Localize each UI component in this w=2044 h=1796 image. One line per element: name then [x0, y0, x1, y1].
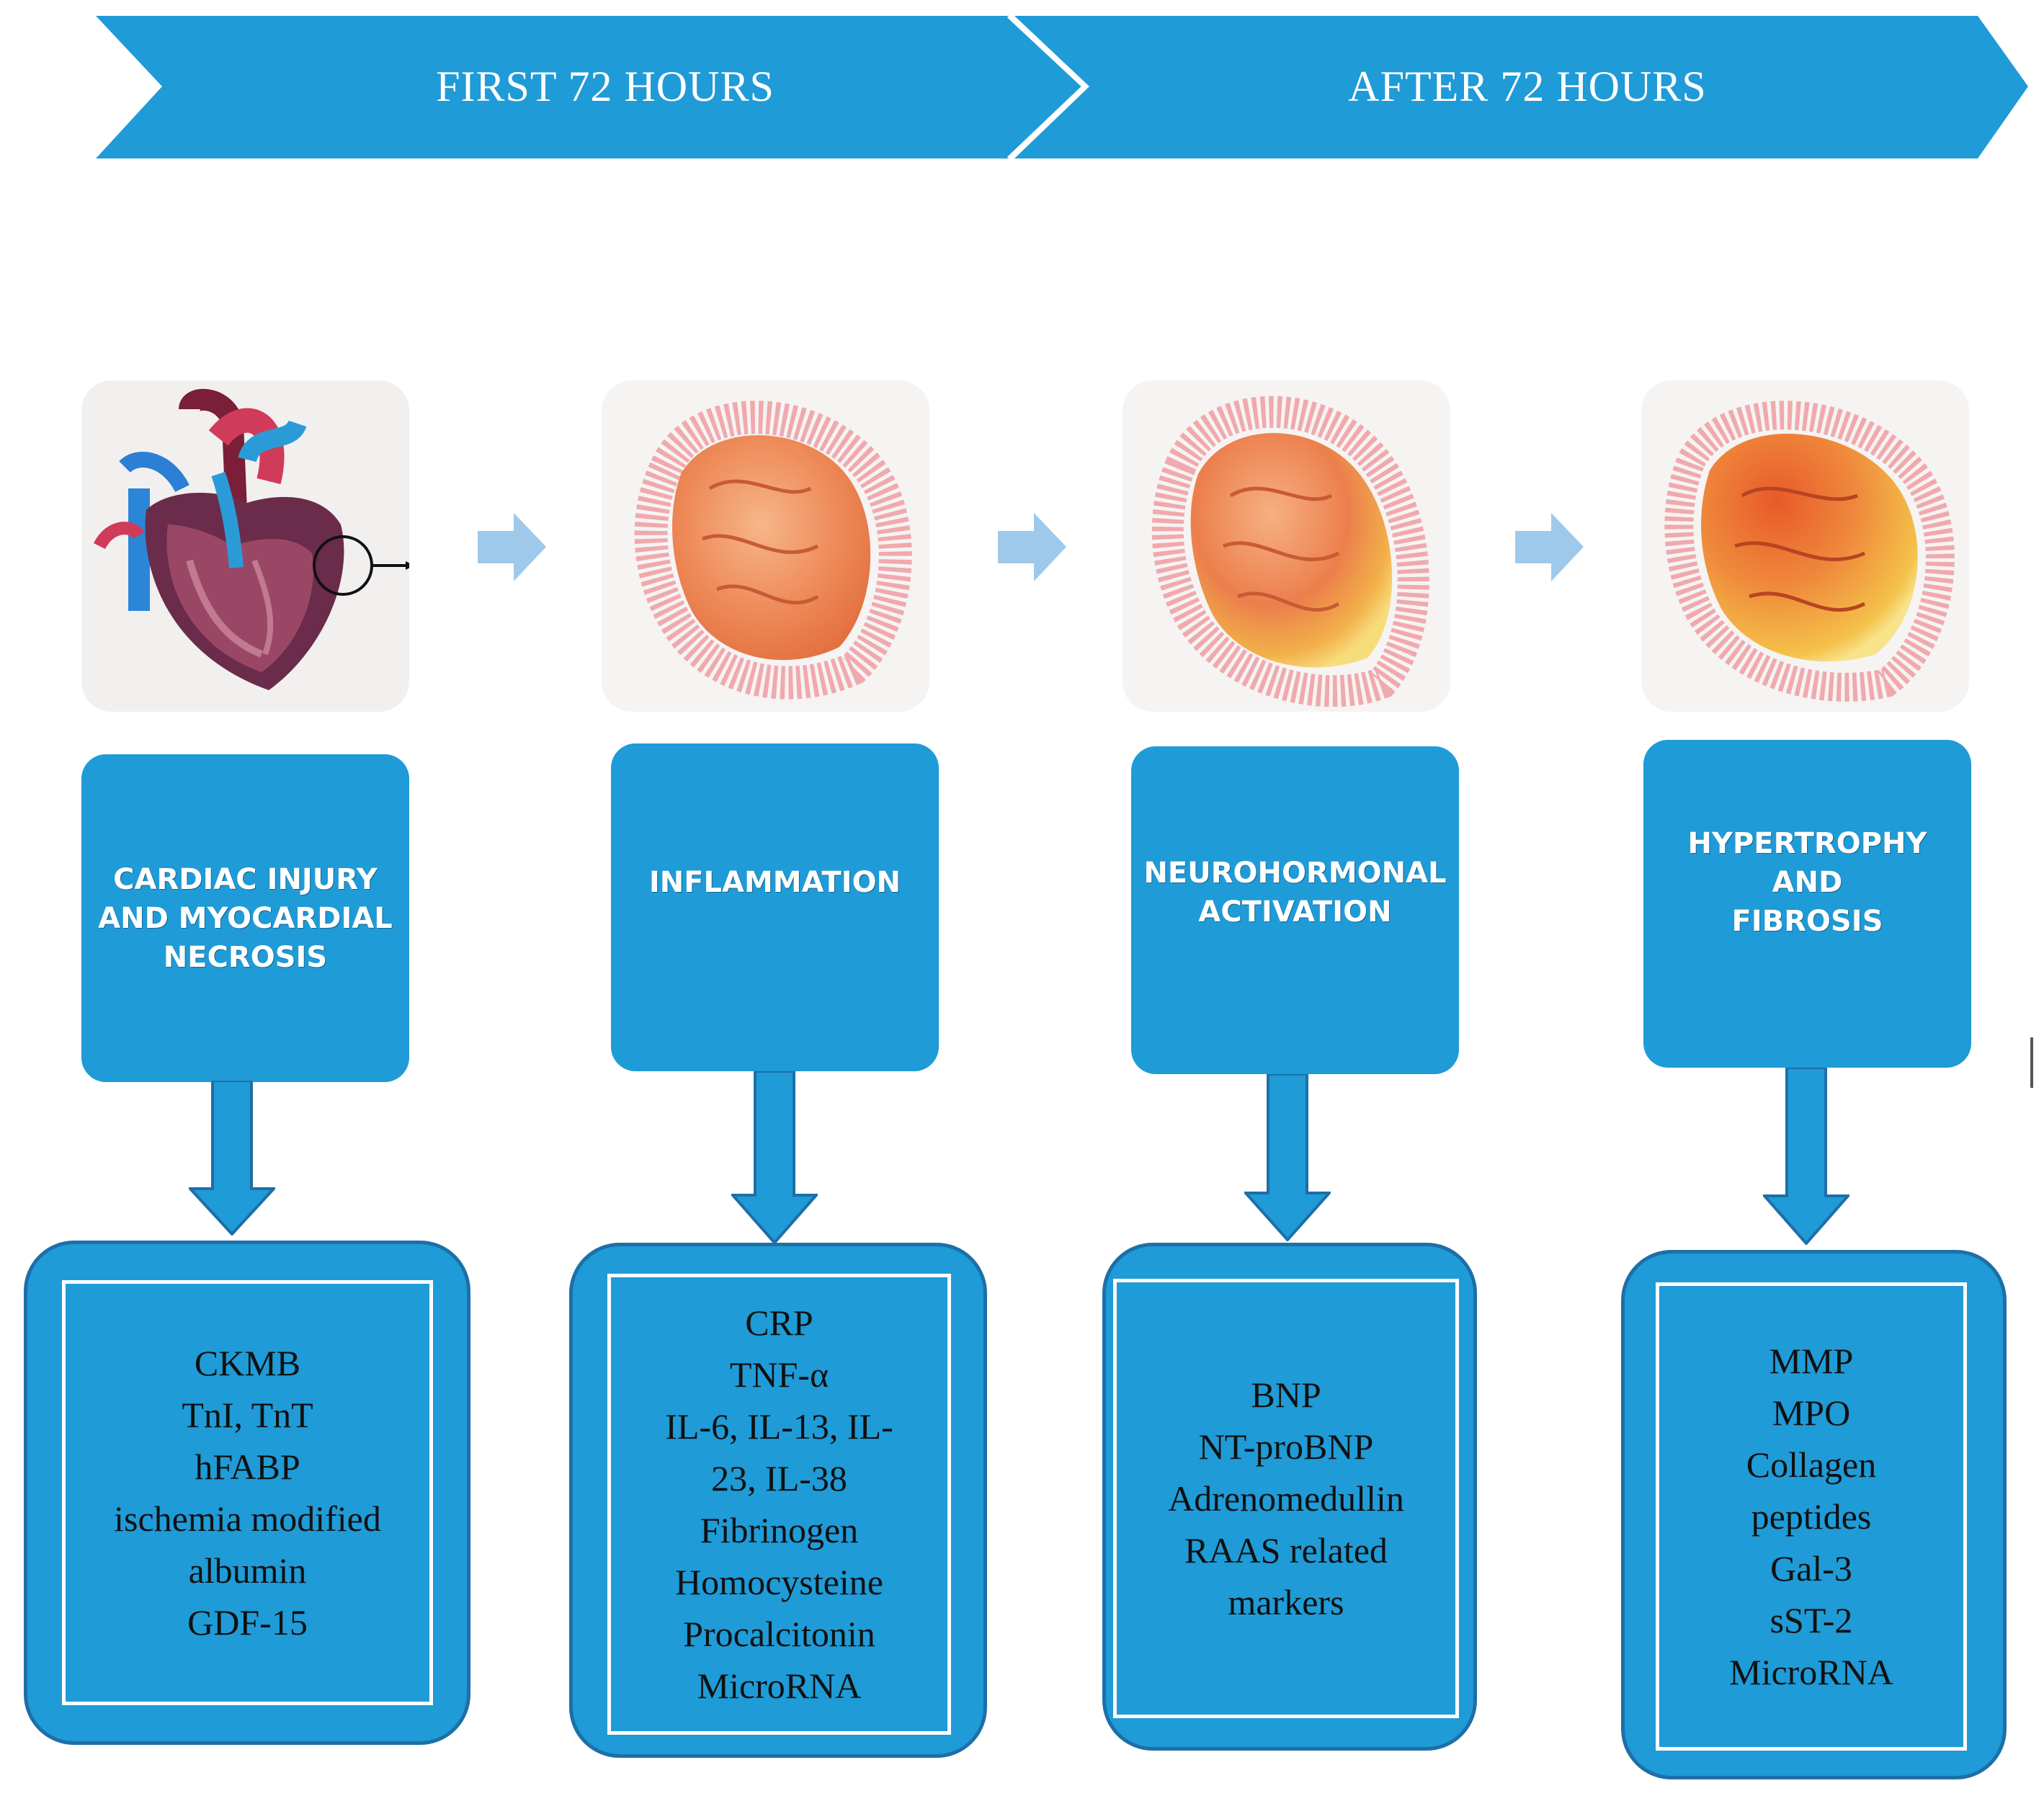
timeline-banner: FIRST 72 HOURS AFTER 72 HOURS	[0, 0, 2044, 187]
marker-item: albumin	[188, 1550, 307, 1591]
flow-arrow-2	[998, 513, 1066, 581]
stage-title-line: INFLAMMATION	[648, 865, 901, 899]
marker-item: GDF-15	[187, 1602, 308, 1643]
marker-item: MMP	[1769, 1341, 1854, 1381]
marker-item: MicroRNA	[1729, 1652, 1893, 1692]
marker-item: Fibrinogen	[700, 1510, 859, 1550]
marker-list: CRP TNF-α IL-6, IL-13, IL- 23, IL-38 Fib…	[607, 1274, 951, 1735]
flow-arrow-1	[478, 513, 546, 581]
marker-item: IL-6, IL-13, IL-	[665, 1406, 893, 1447]
down-arrow-3	[1244, 1074, 1331, 1241]
marker-item: Collagen	[1746, 1444, 1877, 1485]
down-arrow-4	[1763, 1068, 1849, 1245]
flow-arrow-3	[1515, 513, 1584, 581]
myocardium-inflammation-illustration	[602, 380, 929, 712]
stage-title-line: CARDIAC INJURY	[113, 862, 378, 896]
stage-title-line: AND MYOCARDIAL	[98, 901, 393, 935]
marker-item: sST-2	[1769, 1600, 1853, 1640]
stage-title-line: HYPERTROPHY AND	[1687, 826, 1927, 899]
marker-item: TnI, TnT	[182, 1395, 313, 1435]
marker-item: MicroRNA	[697, 1666, 862, 1706]
myocardium-fibrosis-illustration	[1641, 380, 1969, 712]
marker-box-inflammation: CRP TNF-α IL-6, IL-13, IL- 23, IL-38 Fib…	[569, 1243, 987, 1758]
marker-list: MMP MPO Collagen peptides Gal-3 sST-2 Mi…	[1656, 1282, 1967, 1751]
marker-item: CKMB	[194, 1343, 301, 1383]
marker-item: CRP	[745, 1303, 813, 1343]
marker-item: MPO	[1772, 1393, 1851, 1433]
marker-item: RAAS related	[1184, 1530, 1388, 1571]
phase-chevron-first	[96, 16, 1084, 158]
phase-divider	[1007, 14, 1088, 161]
timeline-chevrons	[96, 14, 2028, 161]
marker-box-neurohormonal: BNP NT-proBNP Adrenomedullin RAAS relate…	[1102, 1243, 1477, 1751]
marker-item: BNP	[1251, 1375, 1321, 1415]
marker-item: hFABP	[195, 1447, 300, 1487]
marker-box-cardiac-injury: CKMB TnI, TnT hFABP ischemia modified al…	[24, 1241, 470, 1745]
stage-title-neurohormonal: NEUROHORMONAL ACTIVATION	[1131, 746, 1459, 1074]
marker-item: Adrenomedullin	[1168, 1478, 1404, 1519]
stage-title-line: NEUROHORMONAL	[1143, 856, 1447, 890]
marker-box-hypertrophy-fibrosis: MMP MPO Collagen peptides Gal-3 sST-2 Mi…	[1621, 1250, 2007, 1779]
marker-list: BNP NT-proBNP Adrenomedullin RAAS relate…	[1113, 1279, 1459, 1718]
marker-item: 23, IL-38	[711, 1458, 847, 1498]
phase-label-after: AFTER 72 HOURS	[1348, 63, 1707, 110]
down-arrow-2	[731, 1071, 818, 1244]
marker-item: Procalcitonin	[683, 1614, 875, 1654]
phase-chevron-after	[1014, 16, 2028, 158]
marker-item: NT-proBNP	[1198, 1426, 1374, 1467]
stage-title-line: FIBROSIS	[1731, 904, 1883, 938]
stage-title-inflammation: INFLAMMATION	[611, 743, 939, 1071]
heart-illustration	[81, 380, 409, 712]
marker-list: CKMB TnI, TnT hFABP ischemia modified al…	[62, 1280, 433, 1705]
marker-item: Gal-3	[1770, 1548, 1852, 1589]
marker-item: markers	[1228, 1582, 1344, 1622]
down-arrow-1	[189, 1081, 275, 1236]
stage-title-line: ACTIVATION	[1198, 895, 1392, 929]
marker-item: TNF-α	[729, 1354, 829, 1395]
marker-item: peptides	[1751, 1496, 1872, 1537]
phase-label-first: FIRST 72 HOURS	[436, 63, 775, 110]
edge-tick-mark	[2030, 1037, 2033, 1088]
marker-item: ischemia modified	[114, 1498, 381, 1539]
stage-title-cardiac-injury: CARDIAC INJURY AND MYOCARDIAL NECROSIS	[81, 754, 409, 1082]
stage-title-hypertrophy-fibrosis: HYPERTROPHY AND FIBROSIS	[1643, 740, 1971, 1068]
myocardium-neurohormonal-illustration	[1123, 380, 1450, 712]
marker-item: Homocysteine	[675, 1562, 883, 1602]
stage-title-line: NECROSIS	[163, 940, 328, 974]
